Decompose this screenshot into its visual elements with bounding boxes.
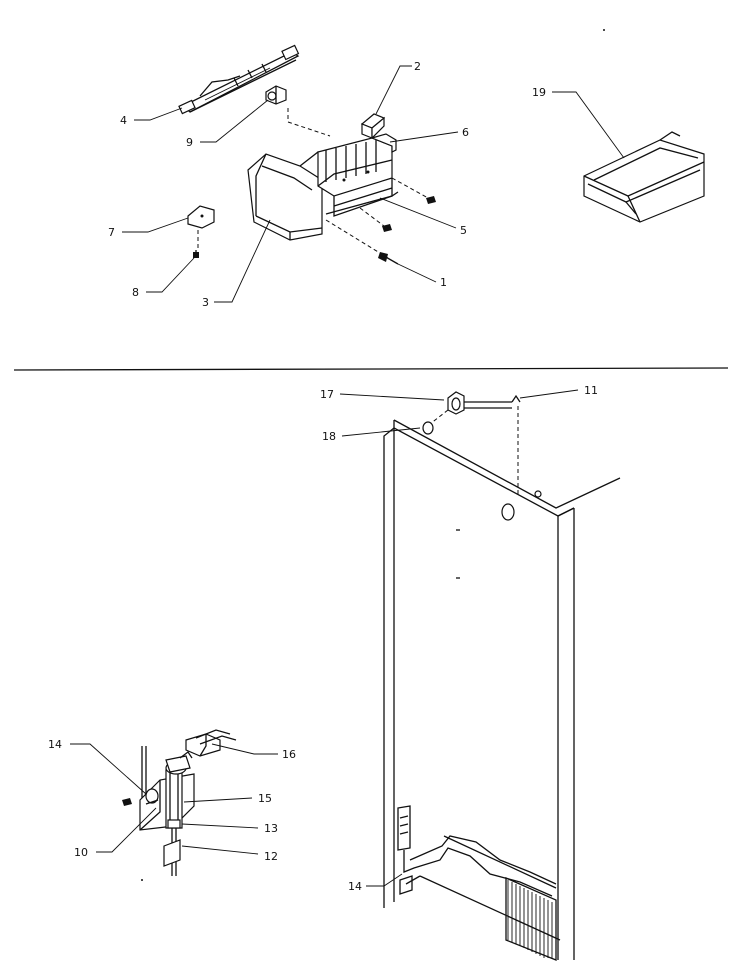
leader-2	[375, 65, 412, 115]
leader-12	[181, 845, 259, 855]
leader-17	[339, 393, 445, 401]
callout-11: 11	[584, 384, 598, 397]
callout-12: 12	[264, 850, 278, 863]
leader-11	[519, 389, 579, 399]
dashed-guide-9	[287, 108, 331, 137]
section-divider	[13, 367, 729, 371]
cabinet-liner	[383, 419, 621, 960]
callout-18: 18	[322, 430, 336, 443]
grommet-part-17	[447, 391, 465, 415]
leader-6	[389, 131, 459, 143]
callouts: 1 2 3 4 5 6 7 8 9 19 17 18	[48, 60, 625, 893]
leader-10	[96, 807, 157, 853]
clip-part-9	[265, 85, 287, 105]
callout-13: 13	[264, 822, 278, 835]
speck	[603, 29, 605, 31]
callout-14a: 14	[48, 738, 62, 751]
callout-16: 16	[282, 748, 296, 761]
shutoff-arm-part-5	[325, 191, 399, 215]
callout-1: 1	[440, 276, 447, 289]
leader-16	[211, 743, 278, 755]
leader-5	[379, 197, 457, 229]
water-valve-assembly	[122, 729, 237, 881]
callout-8: 8	[132, 286, 139, 299]
bracket-part-2	[360, 113, 386, 140]
dashed-guide-1	[325, 219, 389, 259]
callout-6: 6	[462, 126, 469, 139]
leader-18	[341, 427, 421, 437]
dashed-guide-5	[391, 177, 429, 199]
leader-14b	[366, 873, 403, 887]
leader-3	[214, 219, 271, 303]
wire-harness-part-4	[178, 44, 300, 115]
plug-part-18	[422, 421, 434, 435]
callout-10: 10	[74, 846, 88, 859]
mounting-plate-part-7	[187, 205, 215, 229]
leader-15	[183, 797, 253, 803]
leader-13	[181, 823, 259, 829]
dashed-guide-screw	[359, 207, 385, 227]
screw-b	[382, 224, 392, 232]
ice-mold-part-6	[317, 133, 397, 217]
leader-9	[200, 99, 269, 143]
screw-a	[426, 196, 436, 204]
callout-14b: 14	[348, 880, 362, 893]
callout-19: 19	[532, 86, 546, 99]
screw-part-8	[193, 250, 199, 258]
ice-maker-housing-part-3	[247, 151, 337, 241]
callout-2: 2	[414, 60, 421, 73]
leader-1	[397, 263, 437, 283]
callout-3: 3	[202, 296, 209, 309]
leader-19	[552, 91, 625, 159]
leader-7	[122, 217, 189, 233]
leader-4	[134, 107, 183, 121]
callout-15: 15	[258, 792, 272, 805]
ice-bin-part-19	[583, 131, 705, 223]
ice-maker-assembly	[178, 44, 436, 265]
cabinet-bottom-detail	[397, 805, 561, 961]
fill-tube-part-11	[458, 394, 521, 494]
callout-4: 4	[120, 114, 127, 127]
callout-7: 7	[108, 226, 115, 239]
dashed-guide-17	[429, 409, 449, 425]
screw-part-1	[378, 252, 399, 265]
callout-5: 5	[460, 224, 467, 237]
callout-9: 9	[186, 136, 193, 149]
callout-17: 17	[320, 388, 334, 401]
leader-14a	[70, 743, 147, 795]
leader-8	[146, 257, 195, 293]
